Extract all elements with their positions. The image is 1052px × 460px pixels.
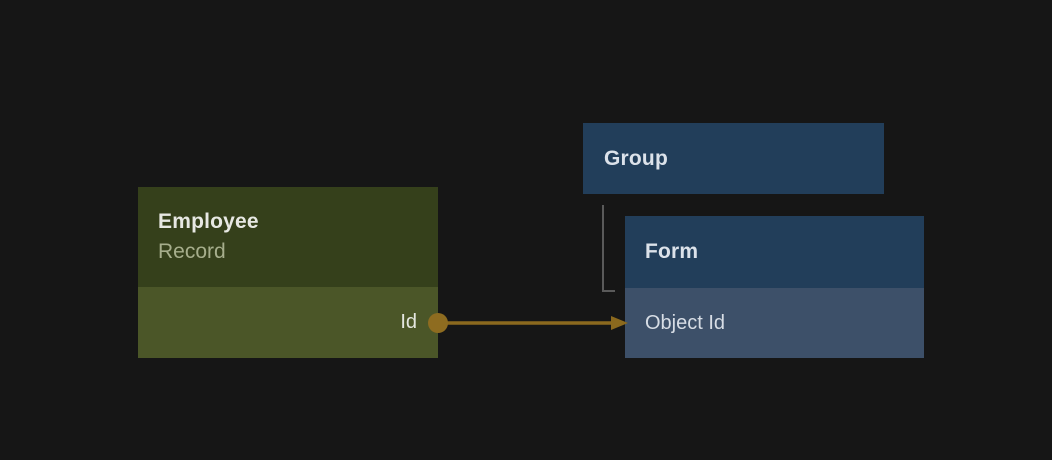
node-title: Employee [158,210,259,233]
field-label-object-id: Object Id [645,311,726,334]
node-title: Group [604,146,668,170]
node-subtitle: Record [158,240,226,263]
elbow-connector-line[interactable] [602,205,615,292]
edge-id-to-object-id[interactable] [428,313,628,333]
node-title: Form [645,240,699,263]
node-form-header[interactable]: Form [625,216,924,288]
node-employee-record[interactable]: Employee Record Id [138,187,438,358]
edge-group-to-form[interactable] [602,205,615,292]
field-label-id: Id [400,311,417,333]
field-row-id[interactable]: Id [138,287,438,358]
node-form[interactable]: Form Object Id [625,216,924,358]
node-employee-record-header[interactable]: Employee Record [138,187,438,287]
field-row-object-id[interactable]: Object Id [625,288,924,358]
node-group[interactable]: Group [583,123,884,194]
node-group-header[interactable]: Group [583,123,884,194]
